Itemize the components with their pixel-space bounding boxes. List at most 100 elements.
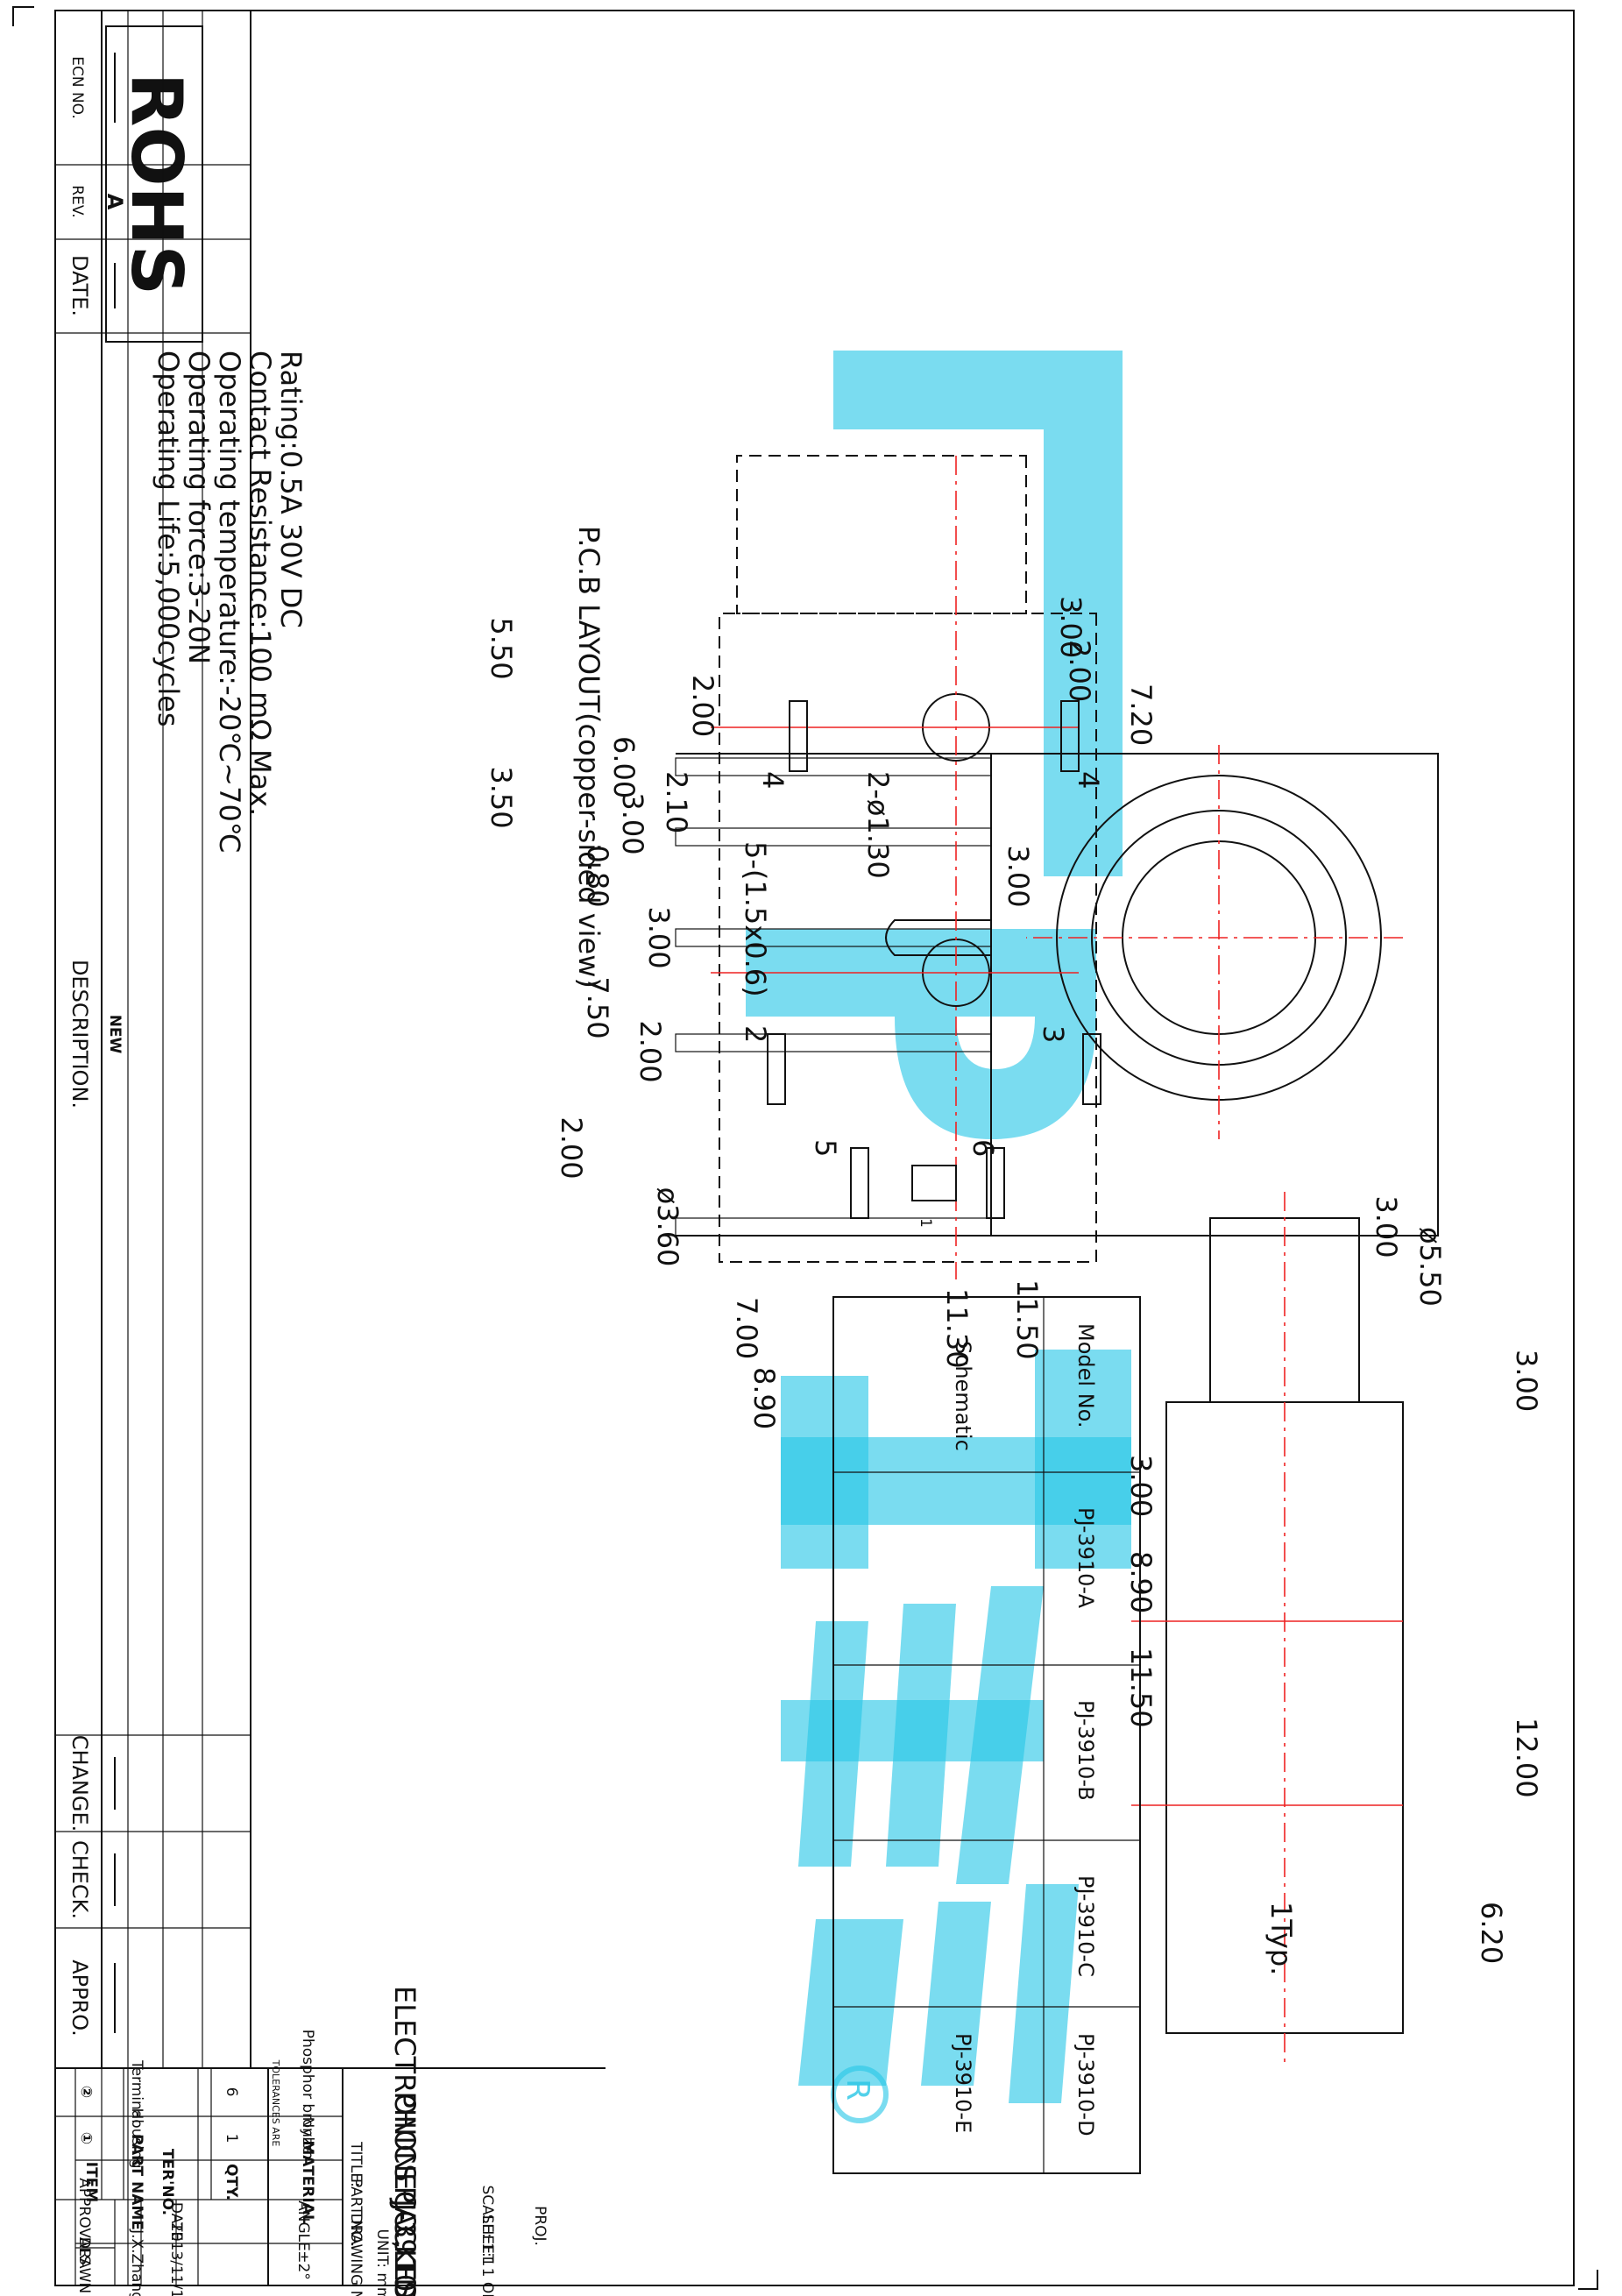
model-b: PJ-3910-B [1073,1700,1098,1801]
check-label: CHECK. [67,1840,92,1919]
front-view-dim-2: 12.00 [1510,1718,1543,1798]
front-view-dim-1: 3.00 [1510,1350,1543,1412]
bom-header-material: MATERIAL [299,2140,316,2224]
side-view-dim-9: ø3.60 [651,1187,684,1267]
company-name: ELECTRONICS CO.,LTD [388,1986,421,2296]
pcb-dim-7: 8.90 [747,1367,781,1429]
change-label: CHANGE. [67,1735,92,1832]
bom-header-item: ITEM [82,2162,100,2202]
drawing-title: PHONE JACKES [388,2092,421,2296]
watermark-logo-icon: R [746,351,1131,2123]
rohs-mark: ROHS [105,25,203,343]
model-e: PJ-3910-E [951,2033,975,2133]
angle-label: ANGLE [294,2200,312,2251]
pcb-dim-0: 2-ø1.30 [861,771,895,879]
pad-label-4a: 4 [756,771,790,789]
pcb-dim-8: 7.00 [730,1297,763,1359]
front-view: ø5.50 3.00 12.00 3.00 8.90 11.50 6.20 1T… [1124,1192,1543,2068]
drawn-label: DRAWN [75,2237,93,2293]
scale-value: SCALE: 1:1 [478,2186,496,2267]
tolerances-label: TOLERANCES ARE [270,2059,281,2147]
front-view-dim-0: ø5.50 [1413,1227,1447,1307]
spec-1: Contact Resistance:100 mΩ Max. [244,351,277,816]
bom-header-part-name: PART NAME [128,2134,145,2230]
pad-label-4b: 4 [1072,771,1105,789]
pad-label-2: 2 [739,1025,772,1043]
side-view-dim-3: 3.00 [616,792,649,854]
model-c: PJ-3910-C [1073,1875,1098,1977]
company-block: ELECTRONICS CO.,LTD PHONE JACKES PJ-3910… [270,1986,606,2296]
part-no-label: PART NO. [347,2179,365,2247]
side-view: 3.50 5.50 3.00 3.00 2.00 2.00 3.00 0.80 … [485,617,1439,1267]
bom-header-terno: TER'NO. [159,2149,176,2215]
pcb-dim-2: 2.00 [686,675,719,737]
side-view-dim-0: 3.50 [485,766,518,828]
model-schematic-table: Model No. Schematic PJ-3910-A PJ-3910-B … [832,1296,1141,2174]
drawing-border [54,10,1575,2286]
date-label: DATE. [67,255,92,316]
front-view-dim-7: 1Typ. [1264,1902,1298,1975]
description-label: DESCRIPTION. [67,960,92,1109]
bom-item-1-no: ① [77,2132,95,2144]
description-value: NEW [106,1015,124,1054]
drawn-date: 2013/11/11 [167,2222,185,2296]
specifications: Rating:0.5A 30V DC Contact Resistance:10… [152,351,308,854]
rohs-label: ROHS [116,73,197,295]
proj-label: PROJ. [531,2206,549,2246]
bom-item-2-material: Phosphor bronze [299,2030,316,2155]
angle-value: ±2° [294,2250,312,2280]
bom-item-1-name: Housing [128,2108,145,2168]
side-view-dim-2: 3.00 [1002,845,1035,907]
spec-2: Operating temperature:-20℃~70℃ [213,351,246,854]
pcb-layout: P.C.B LAYOUT(copper-sided view) 4 4 3 2 … [572,455,1158,1429]
side-view-dim-1: 5.50 [485,617,518,679]
unit-value: UNIT: mm [373,2229,391,2296]
bom-item-2-qty: 6 [223,2087,240,2097]
bom-item-2-no: ② [77,2086,95,2098]
drawn-by: J.X.Zhang [128,2229,145,2296]
rev-label: REV. [68,185,86,217]
model-a: PJ-3910-A [1073,1507,1098,1609]
drawing-no-label: DRAWING NO. [347,2214,365,2296]
sheet-number: SHEET 1 OF 1 [478,2215,496,2296]
spec-3: Operating force:3-20N [182,351,216,664]
pcb-dim-9: 7.20 [1124,684,1158,746]
pcb-dim-6: 11.30 [940,1288,974,1369]
revision-block: ECN NO. REV. DATE. DESCRIPTION. CHANGE. … [55,10,251,2069]
pcb-dim-11: 3.00 [1054,596,1087,658]
front-view-dim-6: 6.20 [1475,1902,1508,1964]
spec-4: Operating Life:5,000cycles [152,351,185,727]
side-view-dim-8: 7.50 [581,976,614,1038]
side-view-dim-10: 3.00 [1370,1195,1403,1258]
pcb-dim-10: 2.00 [1063,640,1096,702]
bom-item-1-qty: 1 [223,2134,240,2144]
bom-item-2-name: Terminal [128,2059,145,2123]
pcb-layout-label: P.C.B LAYOUT(copper-sided view) [572,526,606,989]
ecn-no-label: ECN NO. [68,56,86,119]
side-view-dim-7: 0.80 [581,845,614,907]
title-label: TITLE: [347,2141,365,2187]
pad-label-1: 1 [917,1218,934,1228]
approvals-label: APPROVALS [75,2178,93,2264]
pcb-dim-4: 6.00 [607,736,641,798]
part-number: PJ-3910 [388,2186,421,2292]
title-block: ② ① ITEM Terminal Housing PART NAME TER'… [54,2030,344,2296]
bom-header-qty: QTY. [223,2164,240,2200]
spec-0: Rating:0.5A 30V DC [274,351,308,628]
model-d: PJ-3910-D [1073,2033,1098,2137]
pad-label-3: 3 [1037,1025,1070,1043]
appro-label: APPRO. [67,1959,92,2037]
bom-item-1-material: Nylon [299,2117,316,2160]
pad-label-5: 5 [809,1139,842,1157]
side-view-dim-6: 3.00 [642,906,676,968]
side-view-dim-5: 2.00 [555,1116,588,1179]
pcb-dim-5: 11.50 [1010,1279,1044,1360]
date-header: DATE [167,2202,185,2241]
pcb-dim-3: 2.10 [660,771,693,833]
svg-text:R: R [839,2079,875,2101]
pad-label-6: 6 [967,1139,1000,1157]
schematic-header: Schematic [951,1341,975,1451]
